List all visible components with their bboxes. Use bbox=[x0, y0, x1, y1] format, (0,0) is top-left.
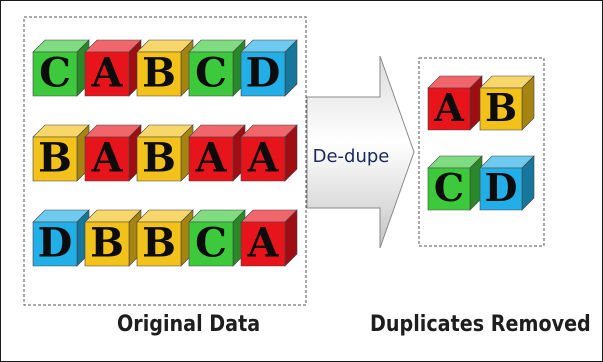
cube-C: C bbox=[427, 155, 483, 211]
cube-B: B bbox=[479, 75, 535, 131]
cube-C: C bbox=[32, 39, 90, 97]
original-data-caption: Original Data bbox=[117, 312, 261, 337]
cube-A: A bbox=[84, 39, 142, 97]
cube-letter: B bbox=[90, 219, 124, 266]
cube-letter: A bbox=[246, 219, 279, 266]
cube-B: B bbox=[136, 39, 194, 97]
cube-A: A bbox=[84, 124, 142, 182]
dedupe-arrow bbox=[306, 55, 415, 249]
cube-letter: B bbox=[38, 134, 72, 181]
cube-letter: B bbox=[142, 219, 176, 266]
dedupe-arrow-label: De-dupe bbox=[313, 146, 390, 167]
cube-letter: B bbox=[142, 49, 176, 96]
cube-letter: C bbox=[195, 49, 227, 96]
cube-B: B bbox=[136, 209, 194, 267]
original-data-box bbox=[23, 16, 307, 306]
cube-letter: C bbox=[39, 49, 71, 96]
cube-letter: A bbox=[246, 134, 279, 181]
cube-letter: D bbox=[38, 219, 73, 266]
cube-letter: C bbox=[195, 219, 227, 266]
cube-letter: A bbox=[194, 134, 227, 181]
cube-letter: D bbox=[485, 165, 518, 210]
cube-D: D bbox=[32, 209, 90, 267]
cube-A: A bbox=[240, 209, 298, 267]
cube-letter: A bbox=[90, 49, 123, 96]
cube-B: B bbox=[84, 209, 142, 267]
cube-C: C bbox=[188, 39, 246, 97]
cube-letter: A bbox=[433, 85, 464, 130]
cube-C: C bbox=[188, 209, 246, 267]
cube-B: B bbox=[136, 124, 194, 182]
cube-D: D bbox=[479, 155, 535, 211]
cube-A: A bbox=[188, 124, 246, 182]
cube-A: A bbox=[240, 124, 298, 182]
cube-D: D bbox=[240, 39, 298, 97]
cube-letter: B bbox=[485, 85, 517, 130]
duplicates-removed-caption: Duplicates Removed bbox=[370, 312, 591, 337]
deduplicated-data-box bbox=[418, 57, 545, 247]
cube-letter: A bbox=[90, 134, 123, 181]
cube-letter: D bbox=[246, 49, 281, 96]
cube-A: A bbox=[427, 75, 483, 131]
cube-letter: C bbox=[434, 165, 464, 210]
cube-B: B bbox=[32, 124, 90, 182]
cube-letter: B bbox=[142, 134, 176, 181]
